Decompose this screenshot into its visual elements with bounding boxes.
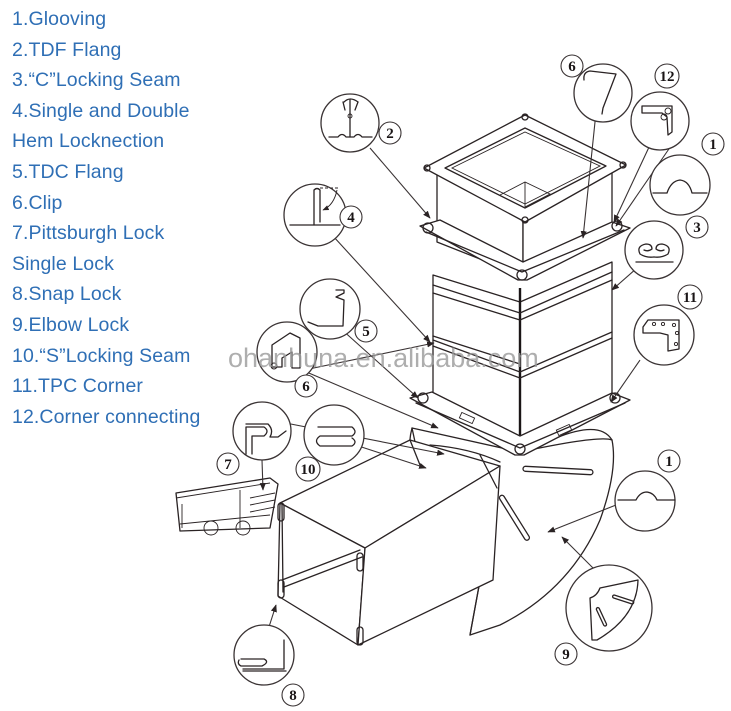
top-duct-section (419, 113, 631, 281)
elbow-groove-slot (498, 494, 531, 541)
snap-lock-tab (277, 579, 285, 599)
badge-label: 3 (693, 220, 701, 236)
legend-item-s-locking-seam: 10.“S”Locking Seam (12, 344, 191, 367)
horizontal-duct (277, 439, 501, 646)
legend-item-clip: 6.Clip (12, 191, 63, 214)
legend-item-grooving: 1.Glooving (12, 8, 107, 30)
badge-label: 4 (347, 210, 355, 226)
badge-grooving-elbow: 1 (657, 449, 681, 473)
badge-clip-top: 6 (560, 54, 584, 78)
badge-grooving-top: 1 (701, 132, 725, 156)
badge-label: 2 (386, 126, 394, 142)
badge-label: 1 (665, 454, 673, 470)
callout-tdc-flange (299, 278, 361, 340)
badge-corner-connecting: 12 (654, 63, 680, 89)
snap-lock-tab (356, 626, 364, 646)
legend-item-snap-lock: 8.Snap Lock (12, 283, 122, 306)
legend-item-pittsburgh-lock-line2: Single Lock (12, 252, 114, 275)
legend-item-hem-lock-line1: 4.Single and Double (12, 99, 190, 122)
snap-lock-tab (277, 502, 285, 522)
callout-tpc-corner (633, 304, 695, 366)
badge-label: 1 (709, 137, 717, 153)
badge-tdf-flange: 2 (378, 121, 402, 145)
callout-clip-top (573, 63, 633, 123)
callout-clip-left (256, 321, 318, 383)
legend-item-tpc-corner: 11.TPC Corner (12, 375, 143, 398)
badge-label: 11 (683, 290, 697, 306)
callout-grooving-top (649, 154, 711, 216)
badge-label: 10 (301, 462, 316, 478)
pittsburgh-lock-piece (175, 477, 279, 536)
legend-item-tdf-flange: 2.TDF Flang (12, 38, 122, 61)
badge-clip-left: 6 (294, 374, 318, 398)
callout-s-locking-seam (303, 404, 365, 466)
callout-c-locking-seam (624, 220, 684, 280)
elbow-groove-slot (522, 465, 594, 476)
badge-label: 6 (568, 59, 576, 75)
callout-corner-connecting (630, 91, 690, 151)
legend-item-tdc-flange: 5.TDC Flang (12, 160, 124, 183)
badge-label: 9 (562, 647, 570, 663)
callout-hem-lock (283, 183, 347, 247)
badge-label: 7 (224, 457, 232, 473)
vertical-riser (432, 261, 613, 448)
watermark-text: ohanhuna.en.alibaba.com (228, 343, 539, 373)
badge-tpc-corner: 11 (677, 284, 703, 310)
badge-elbow-lock: 9 (554, 642, 578, 666)
callout-snap-lock (233, 624, 295, 686)
legend-item-hem-lock-line2: Hem Locknection (12, 130, 165, 153)
legend-item-c-locking-seam: 3.“C”Locking Seam (12, 69, 181, 92)
badge-hem-lock: 4 (339, 205, 363, 229)
badge-label: 6 (302, 379, 310, 395)
snap-lock-tab (356, 552, 364, 572)
badge-label: 8 (289, 688, 297, 704)
badge-label: 5 (362, 324, 370, 340)
badge-s-locking-seam: 10 (295, 456, 321, 482)
badge-label: 12 (660, 69, 675, 85)
joint-type-legend: 1.Glooving 2.TDF Flang 3.“C”Locking Seam… (12, 4, 200, 432)
legend-item-corner-connecting: 12.Corner connecting (12, 405, 201, 428)
badge-tdc-flange: 5 (354, 319, 378, 343)
badge-snap-lock: 8 (281, 683, 305, 707)
legend-item-elbow-lock: 9.Elbow Lock (12, 313, 130, 336)
badge-pittsburgh-lock: 7 (216, 452, 240, 476)
legend-item-pittsburgh-lock-line1: 7.Pittsburgh Lock (12, 222, 165, 245)
callout-grooving-elbow (614, 470, 676, 532)
bottom-flange-frame (409, 391, 631, 456)
badge-c-locking-seam: 3 (685, 215, 709, 239)
callout-pittsburgh-lock (232, 401, 292, 461)
callout-elbow-lock (565, 564, 653, 652)
callout-tdf-flange (320, 93, 380, 153)
